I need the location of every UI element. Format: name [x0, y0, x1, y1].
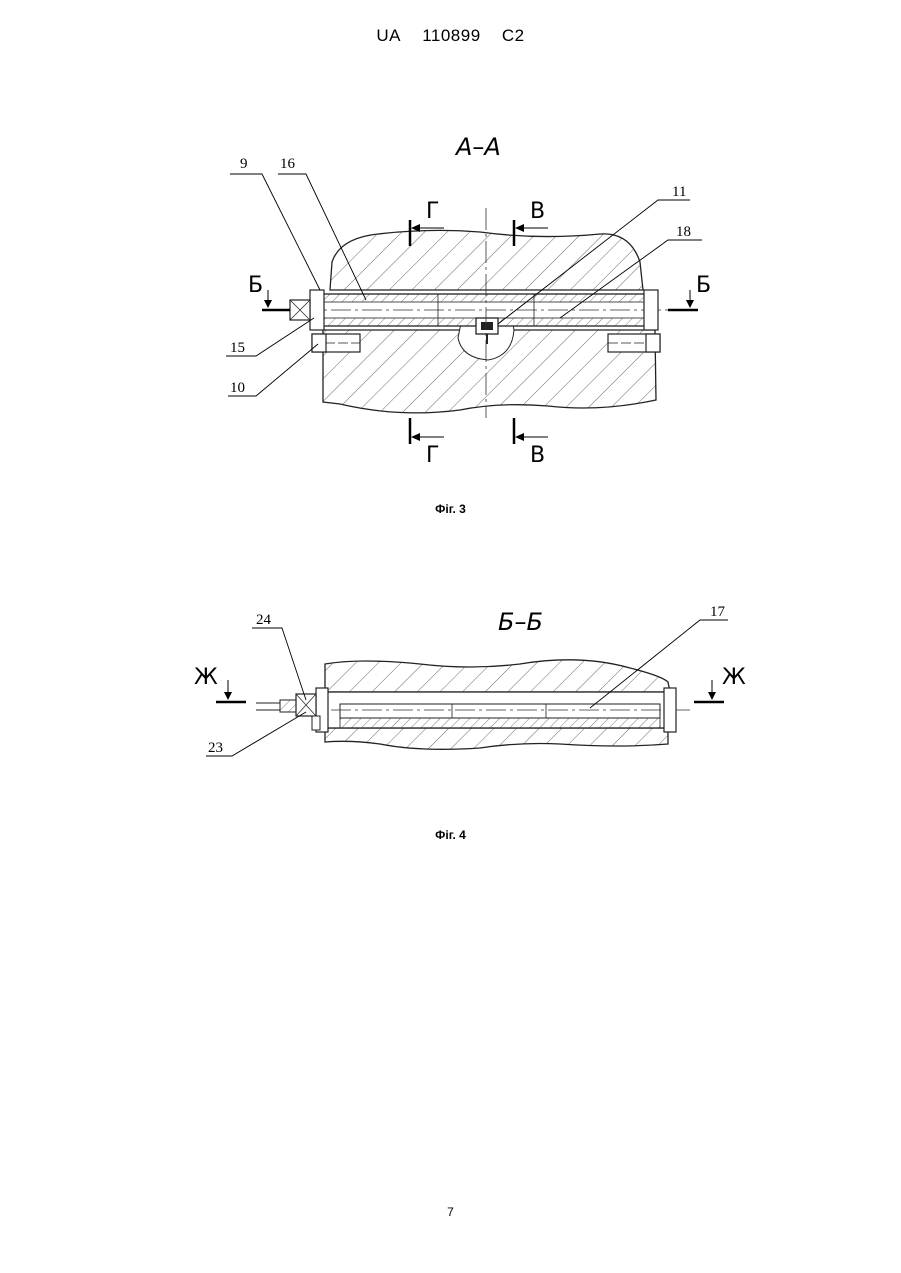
- label-24: 24: [256, 612, 272, 628]
- left-end-block: [310, 290, 324, 330]
- label-16: 16: [280, 156, 296, 172]
- cut-mark-v-bottom: В: [530, 443, 545, 468]
- label-11: 11: [672, 184, 686, 200]
- cut-mark-v-top: В: [530, 199, 545, 224]
- figure-4-caption: Фіг. 4: [0, 828, 901, 842]
- label-9: 9: [240, 156, 248, 172]
- cut-mark-zh-right: Ж: [722, 665, 746, 690]
- label-15: 15: [230, 340, 245, 356]
- label-18: 18: [676, 224, 691, 240]
- figure-3-drawing: А–А Б Б Г Г В В: [0, 120, 901, 480]
- page-number: 7: [0, 1205, 901, 1219]
- section-title-b-b: Б–Б: [498, 608, 543, 636]
- fig4-upper-body: [325, 660, 670, 692]
- cut-mark-b-right: Б: [696, 273, 711, 298]
- cut-mark-g-top: Г: [426, 199, 439, 224]
- label-23: 23: [208, 740, 223, 756]
- right-end-block: [644, 290, 658, 330]
- fitting-23: [280, 700, 296, 712]
- section-title-a-a: А–А: [454, 133, 501, 161]
- figure-3-caption: Фіг. 3: [0, 502, 901, 516]
- header-number: 110899: [422, 26, 480, 45]
- header-country: UA: [376, 26, 401, 45]
- cut-mark-zh-left: Ж: [194, 665, 218, 690]
- cut-mark-g-bottom: Г: [426, 443, 439, 468]
- bar-16-upper: [318, 294, 656, 302]
- fig4-lower-body: [325, 728, 668, 749]
- label-17: 17: [710, 604, 726, 620]
- patent-header: UA 110899 C2: [0, 26, 901, 46]
- cut-mark-b-left: Б: [248, 273, 263, 298]
- label-10: 10: [230, 380, 245, 396]
- figure-4-drawing: Б–Б Ж Ж 24 23 17: [0, 590, 901, 810]
- upper-body: [330, 230, 643, 290]
- header-kind: C2: [502, 26, 525, 45]
- fig4-right-end: [664, 688, 676, 732]
